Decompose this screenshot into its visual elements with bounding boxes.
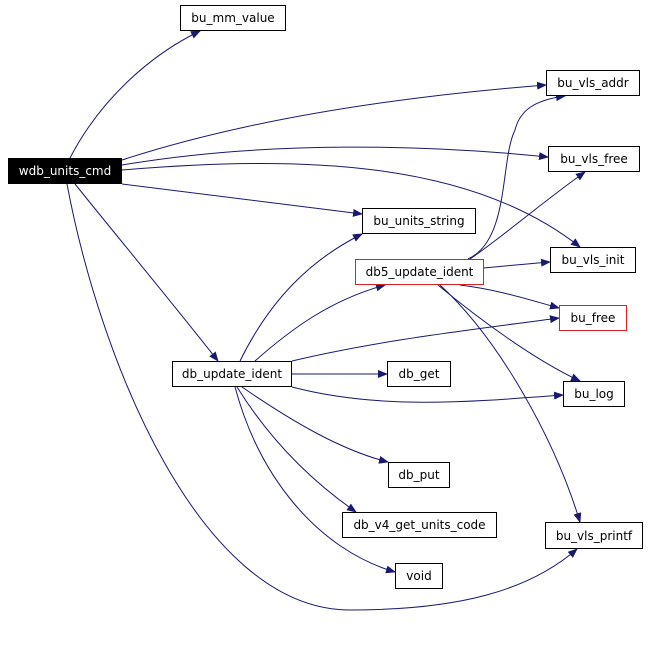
edge-db-update-ident-to-db-put: [241, 386, 389, 464]
edge-db-update-ident-to-db-v4-get-units-code: [236, 386, 357, 513]
node-bu-log[interactable]: bu_log: [563, 381, 625, 407]
node-bu-free[interactable]: bu_free: [559, 305, 627, 331]
edge-wdb-units-cmd-to-bu-mm-value: [69, 30, 201, 159]
edge-wdb-units-cmd-to-bu-units-string: [121, 183, 363, 217]
node-db-put[interactable]: db_put: [388, 462, 450, 488]
edge-db-update-ident-to-bu-log: [291, 386, 564, 403]
node-bu-units-string[interactable]: bu_units_string: [362, 208, 476, 234]
node-db-get[interactable]: db_get: [387, 361, 451, 387]
node-bu-vls-addr[interactable]: bu_vls_addr: [546, 70, 640, 96]
edge-wdb-units-cmd-to-bu-vls-printf: [66, 183, 578, 611]
node-bu-mm-value[interactable]: bu_mm_value: [180, 5, 286, 31]
edge-db5-update-ident-to-bu-free: [459, 284, 560, 310]
node-bu-vls-printf[interactable]: bu_vls_printf: [545, 522, 643, 549]
node-db5-update-ident[interactable]: db5_update_ident: [355, 259, 484, 285]
edge-db5-update-ident-to-bu-vls-printf: [439, 284, 582, 523]
edge-db-update-ident-to-void: [234, 386, 396, 574]
node-bu-vls-init[interactable]: bu_vls_init: [550, 247, 636, 273]
edge-wdb-units-cmd-to-bu-vls-addr: [121, 81, 547, 161]
edge-db5-update-ident-to-bu-vls-init: [483, 258, 551, 269]
edge-db-update-ident-to-bu-units-string: [239, 233, 363, 362]
edge-db5-update-ident-to-bu-log: [437, 284, 581, 382]
node-db-v4-get-units-code[interactable]: db_v4_get_units_code: [342, 512, 497, 538]
edge-db-update-ident-to-db5-update-ident: [254, 283, 386, 362]
edge-wdb-units-cmd-to-bu-vls-free: [121, 146, 549, 166]
edge-db5-update-ident-to-bu-vls-free: [469, 171, 586, 260]
node-bu-vls-free[interactable]: bu_vls_free: [548, 146, 640, 172]
edge-wdb-units-cmd-to-db-update-ident: [74, 183, 219, 362]
edge-db5-update-ident-to-bu-vls-addr: [467, 93, 566, 260]
edge-wdb-units-cmd-to-bu-vls-init: [121, 162, 581, 248]
node-db-update-ident[interactable]: db_update_ident: [172, 361, 292, 387]
node-wdb-units-cmd[interactable]: wdb_units_cmd: [8, 158, 122, 184]
edge-db-update-ident-to-bu-free: [291, 315, 560, 362]
node-void[interactable]: void: [395, 563, 443, 589]
